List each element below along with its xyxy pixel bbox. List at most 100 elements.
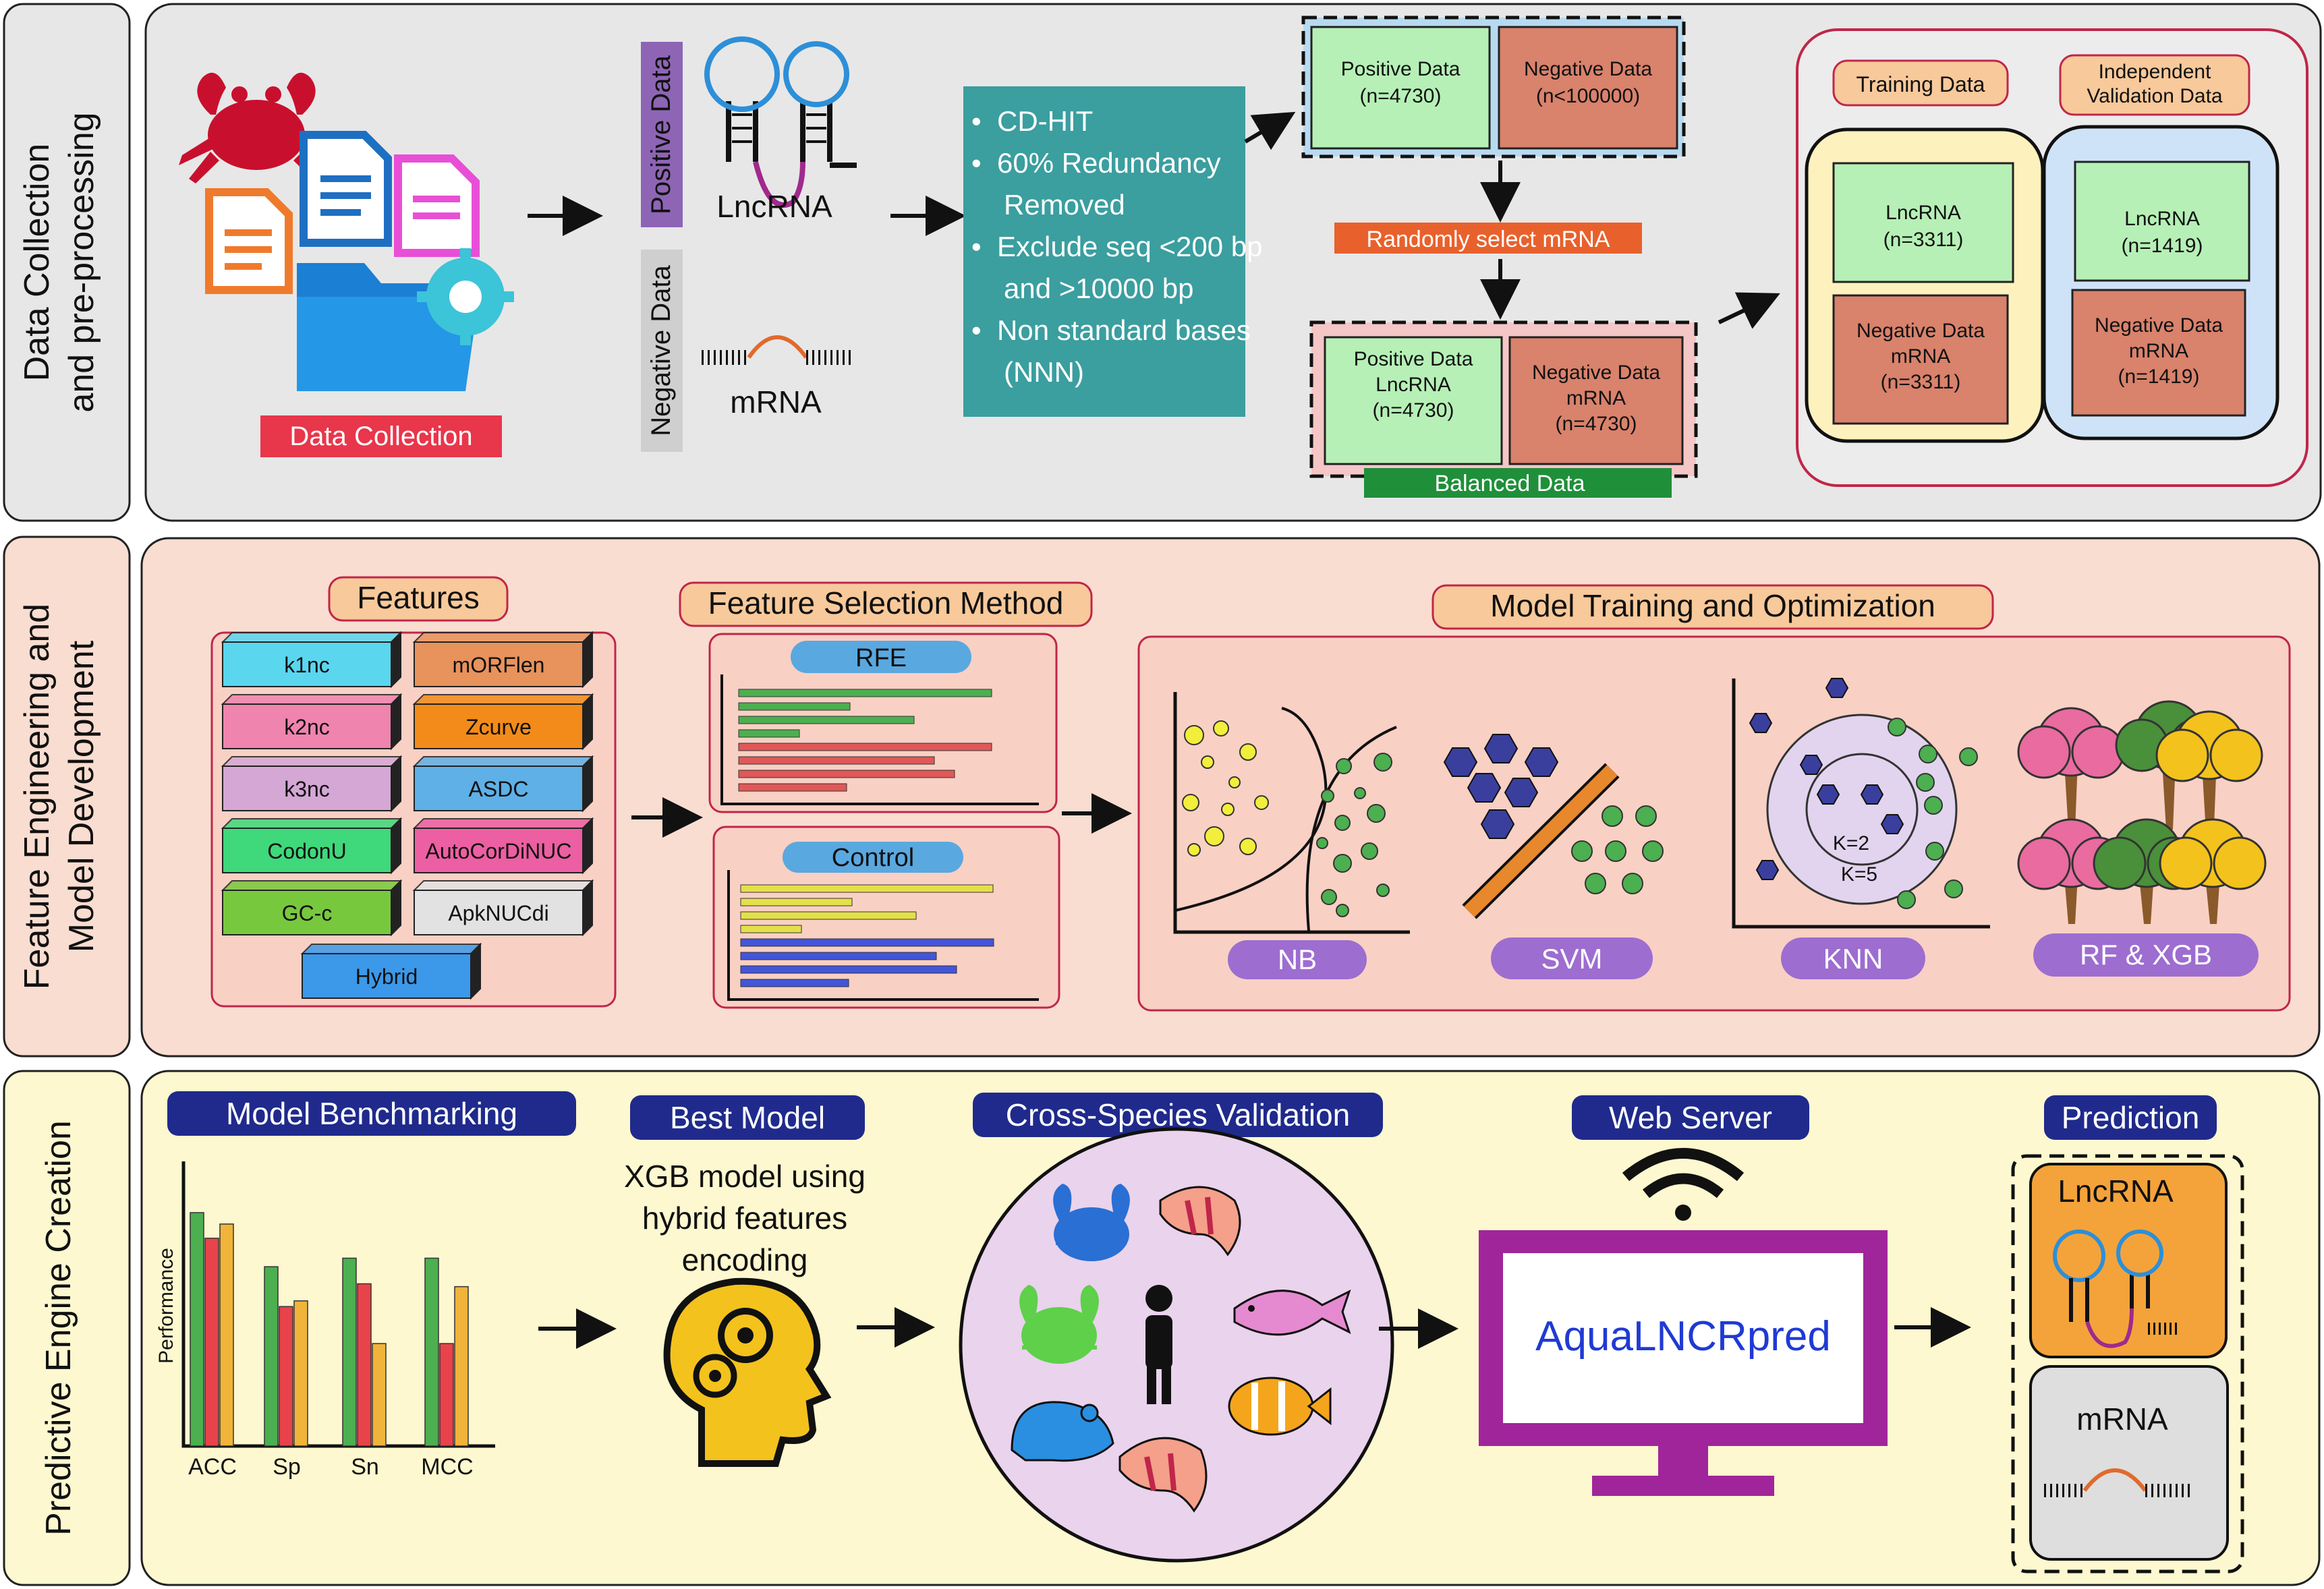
- knn-point: [1919, 745, 1937, 763]
- independent-validation-tag: [2059, 54, 2250, 116]
- nb-point: [1182, 794, 1199, 811]
- nb-point: [1213, 720, 1229, 736]
- feature-label: k1nc: [284, 653, 330, 677]
- feature-block-apknucdi: ApkNUCdi: [412, 879, 594, 937]
- features-title-tag: [328, 576, 509, 622]
- initial-positive-box: [1310, 26, 1491, 150]
- fsm-title: Feature Selection Method: [708, 585, 1064, 620]
- benchmark-bar-mcc-0: [424, 1257, 439, 1447]
- blue-crab-icon: [1053, 1184, 1130, 1261]
- nb-illustration: [1173, 692, 1410, 934]
- knn-point: [1944, 879, 1963, 898]
- feature-block-autocordinuc: AutoCorDiNUC: [412, 817, 594, 875]
- gear-icon: [417, 248, 514, 345]
- rfe-bar: [738, 716, 915, 724]
- benchmark-title: Model Benchmarking: [226, 1096, 517, 1131]
- section-label-box-3: [3, 1070, 131, 1586]
- validation-negative-line2: mRNA: [2129, 340, 2188, 362]
- mrna-label: mRNA: [730, 384, 822, 420]
- prediction-mrna-label: mRNA: [2076, 1402, 2168, 1437]
- feature-block-hybrid: Hybrid: [300, 942, 482, 1000]
- knn-point: [1959, 747, 1978, 766]
- model-knn-label: KNN: [1823, 943, 1883, 975]
- balanced-negative-line1: Negative Data: [1532, 362, 1660, 384]
- validation-negative-line1: Negative Data: [2095, 314, 2223, 337]
- knn-hexagon: [1749, 713, 1773, 733]
- model-rfxgb-tag: [2033, 933, 2259, 977]
- prediction-title: Prediction: [2062, 1100, 2200, 1135]
- server-name: AquaLNCRpred: [1535, 1313, 1831, 1360]
- benchmark-axes: [181, 1161, 495, 1448]
- nb-point: [1187, 843, 1201, 857]
- validation-lncrna-line2: (n=1419): [2122, 235, 2203, 257]
- cross-species-title: Cross-Species Validation: [1006, 1097, 1351, 1132]
- svm-hexagon: [1443, 747, 1478, 777]
- training-data-label: Training Data: [1857, 72, 1985, 96]
- training-lncrna-box: [1832, 162, 2014, 283]
- knn-point: [1924, 796, 1943, 815]
- initial-negative-box: [1498, 26, 1678, 150]
- randomly-select-banner: [1334, 223, 1642, 254]
- training-negative-line2: mRNA: [1891, 345, 1950, 368]
- validation-lncrna-box: [2074, 161, 2250, 282]
- feature-label: k3nc: [284, 777, 330, 801]
- svm-hexagon: [1483, 734, 1519, 763]
- nb-point: [1354, 787, 1366, 799]
- training-negative-box: [1832, 294, 2009, 425]
- nb-point: [1321, 889, 1337, 905]
- training-negative-line3: (n=3311): [1881, 371, 1961, 393]
- svm-hexagon: [1480, 809, 1515, 839]
- mrna-icon: [702, 335, 853, 365]
- step-bullet: •: [971, 105, 982, 137]
- svm-point: [1605, 840, 1626, 862]
- positive-data-label: Positive Data: [646, 55, 676, 214]
- tree-icon: [2159, 818, 2267, 924]
- monitor-icon: [1479, 1230, 1888, 1496]
- validation-negative-line3: (n=1419): [2118, 366, 2200, 388]
- nb-point: [1228, 776, 1241, 788]
- green-crab-icon: [1019, 1285, 1099, 1364]
- shrimp-icon: [1159, 1186, 1241, 1256]
- step-text: Removed: [1004, 189, 1125, 221]
- nb-point: [1334, 815, 1351, 831]
- feature-block-asdc: ASDC: [412, 755, 594, 813]
- best-model-line2: hybrid features: [642, 1201, 847, 1236]
- knn-hexagon: [1799, 755, 1823, 775]
- step-text: CD-HIT: [997, 105, 1093, 137]
- document-icon-pink: [394, 154, 480, 257]
- prediction-lncrna-box: [2029, 1163, 2228, 1358]
- shrimp-icon-2: [1118, 1437, 1208, 1513]
- mouse-icon: [1011, 1401, 1114, 1462]
- feature-label: Zcurve: [465, 715, 532, 739]
- balanced-negative-box: [1508, 336, 1684, 465]
- control-bar: [740, 938, 994, 947]
- feature-block-zcurve: Zcurve: [412, 693, 594, 751]
- knn-axes: [1732, 678, 1990, 929]
- balanced-data-label: Balanced Data: [1434, 471, 1585, 496]
- balanced-negative-line2: mRNA: [1566, 387, 1626, 409]
- benchmark-category-label: Sp: [273, 1454, 301, 1480]
- initial-negative-line1: Negative Data: [1524, 58, 1652, 80]
- feature-label: AutoCorDiNUC: [426, 839, 572, 863]
- best-model-title: Best Model: [670, 1100, 825, 1135]
- knn-k5-label: K=5: [1841, 863, 1877, 886]
- processing-steps-box: [963, 86, 1245, 417]
- step-bullet: •: [971, 314, 982, 346]
- nb-point: [1336, 904, 1349, 917]
- svm-hexagon: [1524, 747, 1559, 777]
- validation-lncrna-line1: LncRNA: [2124, 208, 2200, 230]
- control-bar: [740, 952, 937, 960]
- models-box: [1137, 635, 2291, 1012]
- prediction-lncrna-label: LncRNA: [2058, 1174, 2174, 1209]
- section-label-box-1: [3, 3, 131, 522]
- svm-point: [1585, 873, 1606, 894]
- benchmark-bar-sn-1: [357, 1283, 372, 1447]
- benchmark-category-label: ACC: [188, 1454, 237, 1480]
- nb-point: [1333, 854, 1352, 873]
- nb-point: [1254, 795, 1269, 810]
- nb-point: [1361, 842, 1378, 860]
- nb-point: [1184, 725, 1204, 745]
- arrow-p1-f: [1718, 292, 1780, 329]
- control-axes: [727, 870, 1039, 1001]
- knn-point: [1888, 718, 1906, 736]
